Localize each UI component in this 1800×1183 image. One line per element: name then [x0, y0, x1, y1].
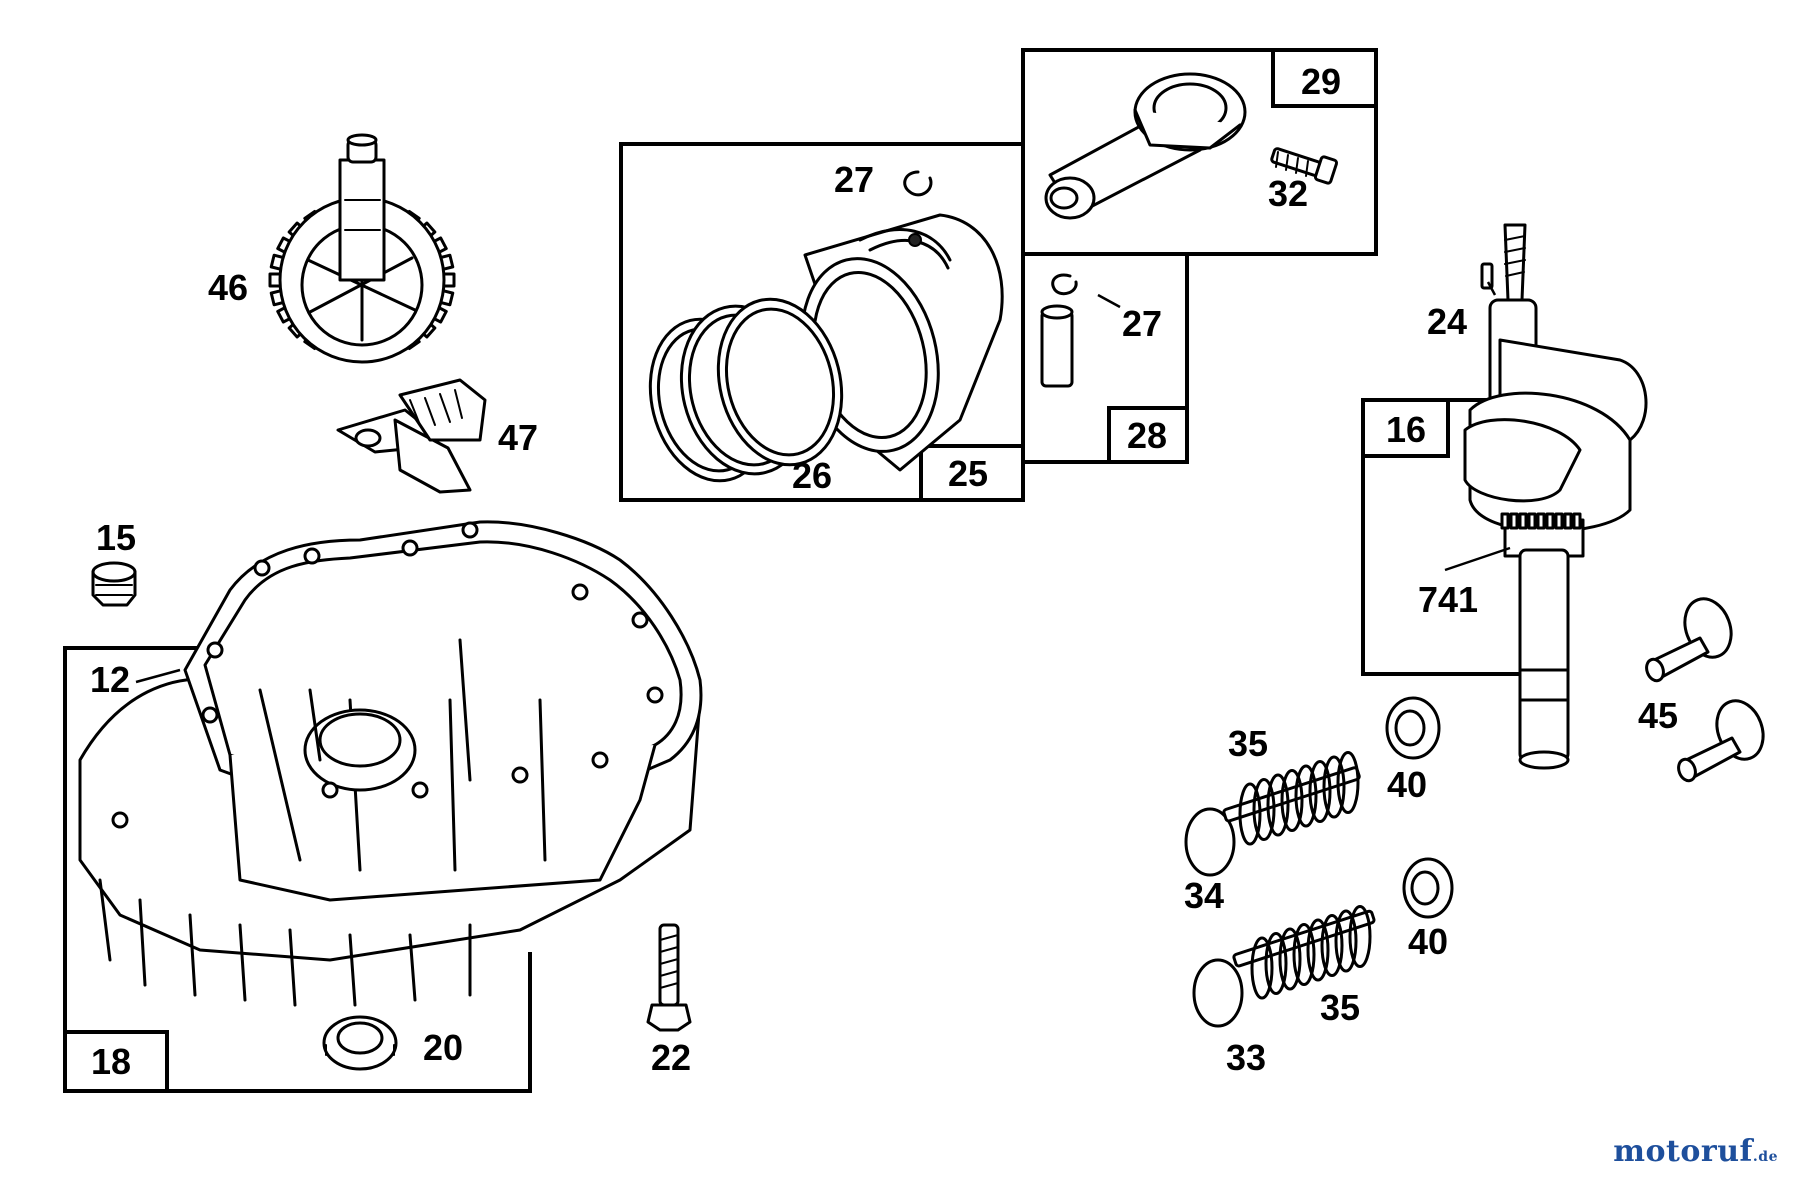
kit-box-25 [619, 142, 1025, 502]
retainer-clip-part [903, 170, 933, 197]
piston-rings-part [648, 297, 844, 483]
label-35-lower: 35 [1320, 987, 1360, 1028]
label-741: 741 [1418, 579, 1478, 620]
drain-plug-part [91, 561, 137, 607]
spring-retainer-lower-part [1402, 857, 1454, 919]
spring-retainer-upper-part [1385, 696, 1441, 760]
label-24: 24 [1427, 301, 1467, 342]
connecting-rod-part [1044, 72, 1247, 220]
bolt-part [646, 923, 692, 1032]
tappet-upper-part [1645, 597, 1733, 683]
watermark-tld: .de [1752, 1149, 1778, 1165]
label-45: 45 [1638, 695, 1678, 736]
label-26: 26 [792, 455, 832, 496]
governor-part [336, 378, 487, 494]
rod-bolt-part [1270, 147, 1339, 185]
wrist-pin-part [1040, 273, 1121, 388]
label-12: 12 [90, 659, 130, 700]
label-20: 20 [423, 1027, 463, 1068]
label-47: 47 [498, 417, 538, 458]
label-29: 29 [1301, 61, 1341, 102]
oil-seal-part [322, 1015, 398, 1071]
watermark-name: motoruf [1613, 1134, 1753, 1169]
tappet-lower-part [1677, 699, 1765, 783]
crank-key-part [1480, 262, 1494, 290]
kit-box-18 [63, 646, 532, 1093]
valve-spring-upper-part [1238, 751, 1360, 846]
label-32: 32 [1268, 173, 1308, 214]
valve-spring-lower-part [1250, 905, 1372, 1000]
label-15: 15 [96, 517, 136, 558]
label-35-upper: 35 [1228, 723, 1268, 764]
crankcase-part [78, 520, 703, 1007]
label-27-pin: 27 [1122, 303, 1162, 344]
label-16: 16 [1386, 409, 1426, 450]
label-34: 34 [1184, 875, 1224, 916]
kit-box-28 [1021, 252, 1189, 464]
leader-lines [135, 281, 1511, 684]
label-25: 25 [948, 453, 988, 494]
valve-exhaust-part [1192, 909, 1376, 1028]
cam-gear-part [268, 133, 456, 364]
label-28: 28 [1127, 415, 1167, 456]
kit-box-29 [1021, 48, 1378, 256]
label-22: 22 [651, 1037, 691, 1078]
label-33: 33 [1226, 1037, 1266, 1078]
label-46: 46 [208, 267, 248, 308]
crankshaft-part [1463, 223, 1648, 770]
label-27-piston: 27 [834, 159, 874, 200]
label-40-upper: 40 [1387, 764, 1427, 805]
label-40-lower: 40 [1408, 921, 1448, 962]
watermark: motoruf.de [1613, 1134, 1778, 1169]
label-18: 18 [91, 1041, 131, 1082]
